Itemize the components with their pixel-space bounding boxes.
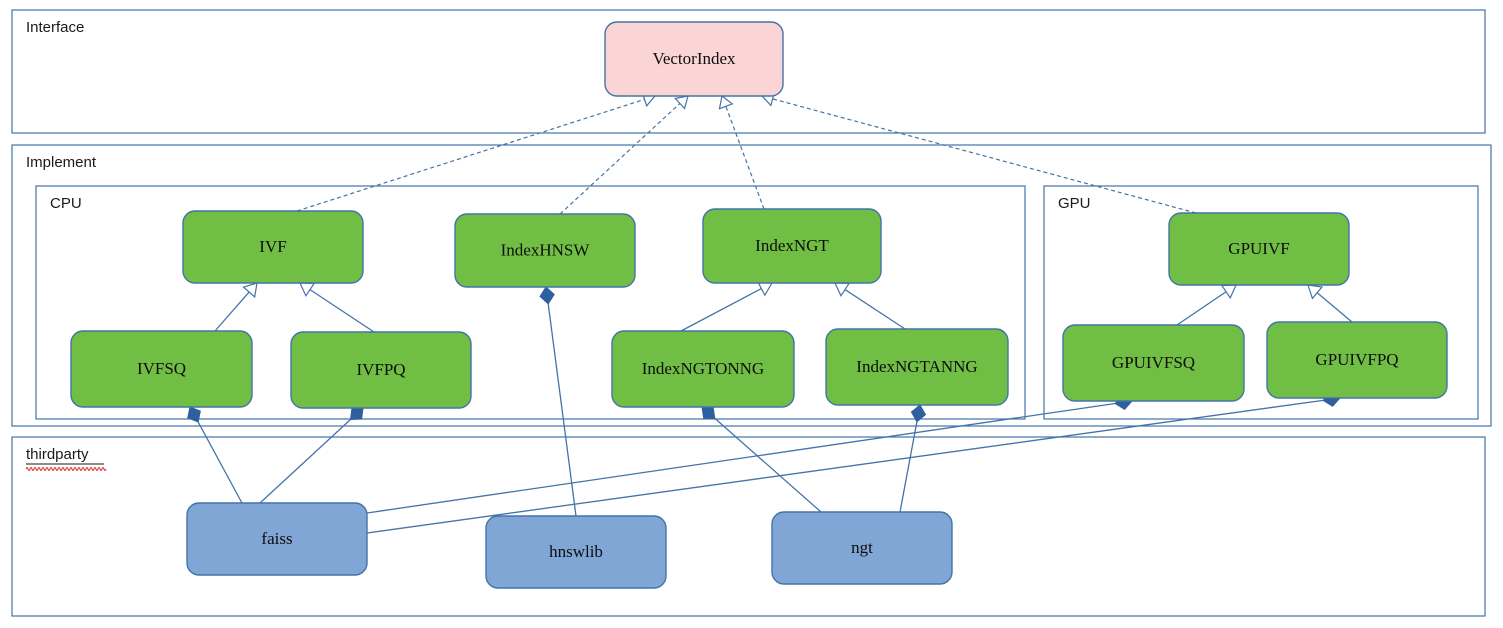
- edge-line-ngt-indexngtonng: [714, 417, 822, 513]
- node-label-indexngtanng: IndexNGTANNG: [856, 357, 977, 376]
- generalization-arrowhead-gpuivfpq-gpuivf: [1307, 284, 1324, 300]
- node-box-faiss[interactable]: [186, 502, 368, 576]
- subcontainer-label-cpu: CPU: [50, 195, 82, 212]
- node-gpuivfpq[interactable]: GPUIVFPQ: [1266, 321, 1448, 399]
- node-box-ivfsq[interactable]: [70, 330, 253, 408]
- edge-line-gpuivfsq-gpuivf: [1176, 291, 1227, 326]
- node-box-ivf[interactable]: [182, 210, 364, 284]
- edge-indexngt-vectorindex: [718, 94, 765, 210]
- node-label-indexngt: IndexNGT: [755, 236, 829, 255]
- subcontainer-label-gpu: GPU: [1058, 195, 1091, 212]
- edge-line-faiss-gpuivfpq: [366, 399, 1324, 534]
- node-label-ngt: ngt: [851, 538, 873, 557]
- generalization-arrowhead-indexhnsw-vectorindex: [674, 95, 689, 110]
- node-label-indexngtonng: IndexNGTONNG: [642, 359, 764, 378]
- edge-line-hnswlib-indexhnsw: [547, 303, 577, 517]
- container-label-thirdparty: thirdparty: [26, 446, 89, 463]
- spellcheck-squiggle-thirdparty: [25, 466, 107, 472]
- edge-line-ivfsq-ivf: [214, 291, 250, 332]
- node-label-ivfsq: IVFSQ: [137, 359, 186, 378]
- generalization-arrowhead-ivfsq-ivf: [242, 282, 258, 299]
- edge-line-ivf-vectorindex: [296, 98, 645, 212]
- composition-diamond-faiss-ivfsq: [187, 406, 201, 423]
- node-faiss[interactable]: faiss: [186, 502, 368, 576]
- edge-line-faiss-gpuivfsq: [366, 402, 1116, 514]
- node-label-faiss: faiss: [261, 529, 292, 548]
- node-box-ivfpq[interactable]: [290, 331, 472, 409]
- edge-ngt-indexngtanng: [899, 404, 927, 513]
- edge-indexhnsw-vectorindex: [559, 95, 689, 215]
- node-indexngtonng[interactable]: IndexNGTONNG: [611, 330, 795, 408]
- node-label-indexhnsw: IndexHNSW: [501, 240, 591, 259]
- edge-line-indexngtonng-indexngt: [680, 288, 762, 332]
- edge-line-faiss-ivfsq: [197, 421, 243, 504]
- node-gpuivf[interactable]: GPUIVF: [1168, 212, 1350, 286]
- edge-line-ivfpq-ivf: [309, 289, 375, 333]
- node-box-gpuivfsq[interactable]: [1062, 324, 1245, 402]
- edge-hnswlib-indexhnsw: [539, 286, 577, 517]
- edge-line-gpuivfpq-gpuivf: [1316, 292, 1353, 323]
- composition-diamond-faiss-ivfpq: [349, 407, 364, 421]
- node-box-gpuivfpq[interactable]: [1266, 321, 1448, 399]
- edge-gpuivfpq-gpuivf: [1307, 284, 1353, 323]
- node-gpuivfsq[interactable]: GPUIVFSQ: [1062, 324, 1245, 402]
- node-box-indexngt[interactable]: [702, 208, 882, 284]
- node-ivf[interactable]: IVF: [182, 210, 364, 284]
- edge-faiss-ivfsq: [187, 406, 243, 504]
- container-label-implement: Implement: [26, 154, 97, 171]
- container-label-interface: Interface: [26, 19, 84, 36]
- node-label-ivfpq: IVFPQ: [356, 360, 405, 379]
- node-indexngt[interactable]: IndexNGT: [702, 208, 882, 284]
- node-label-gpuivfsq: GPUIVFSQ: [1112, 353, 1195, 372]
- node-box-indexngtanng[interactable]: [825, 328, 1009, 406]
- node-box-vectorindex[interactable]: [604, 21, 784, 97]
- edge-layer: [187, 91, 1353, 534]
- node-vectorindex[interactable]: VectorIndex: [604, 21, 784, 97]
- node-label-gpuivfpq: GPUIVFPQ: [1315, 350, 1398, 369]
- node-box-hnswlib[interactable]: [485, 515, 667, 589]
- node-label-gpuivf: GPUIVF: [1228, 239, 1289, 258]
- generalization-arrowhead-indexngt-vectorindex: [718, 94, 734, 110]
- edge-line-indexngtanng-indexngt: [844, 289, 906, 330]
- node-box-indexngtonng[interactable]: [611, 330, 795, 408]
- node-ivfpq[interactable]: IVFPQ: [290, 331, 472, 409]
- node-box-indexhnsw[interactable]: [454, 213, 636, 288]
- edge-line-indexhnsw-vectorindex: [559, 103, 681, 215]
- node-ngt[interactable]: ngt: [771, 511, 953, 585]
- node-ivfsq[interactable]: IVFSQ: [70, 330, 253, 408]
- edge-line-indexngt-vectorindex: [725, 106, 765, 210]
- node-box-gpuivf[interactable]: [1168, 212, 1350, 286]
- edge-line-faiss-ivfpq: [259, 419, 351, 504]
- node-box-ngt[interactable]: [771, 511, 953, 585]
- composition-diamond-hnswlib-indexhnsw: [539, 286, 555, 305]
- composition-diamond-ngt-indexngtanng: [910, 404, 927, 423]
- node-indexngtanng[interactable]: IndexNGTANNG: [825, 328, 1009, 406]
- node-label-hnswlib: hnswlib: [549, 542, 603, 561]
- node-label-ivf: IVF: [259, 237, 286, 256]
- edge-line-gpuivf-vectorindex: [772, 98, 1197, 214]
- composition-diamond-ngt-indexngtonng: [701, 406, 716, 419]
- edge-ivfsq-ivf: [214, 282, 258, 332]
- node-indexhnsw[interactable]: IndexHNSW: [454, 213, 636, 288]
- edge-line-ngt-indexngtanng: [899, 421, 918, 513]
- node-hnswlib[interactable]: hnswlib: [485, 515, 667, 589]
- node-label-vectorindex: VectorIndex: [652, 49, 736, 68]
